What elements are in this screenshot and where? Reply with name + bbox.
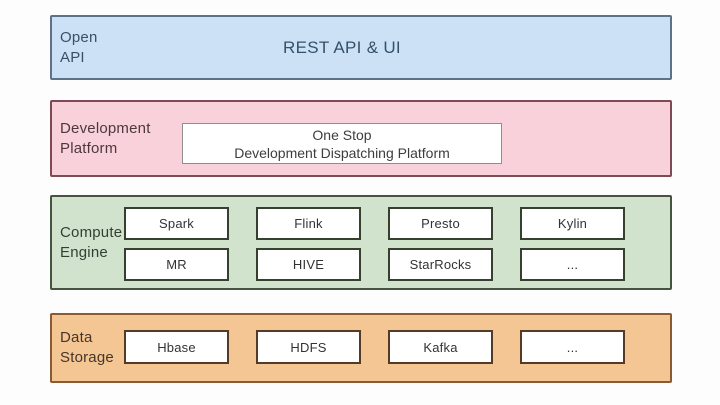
layer-open-api-label: Open API — [60, 17, 178, 78]
storage-node-kafka: Kafka — [388, 330, 493, 364]
label-line: Compute — [60, 223, 123, 241]
compute-node-presto: Presto — [388, 207, 493, 240]
compute-node-spark: Spark — [124, 207, 229, 240]
layer-compute-engine-label: Compute Engine — [60, 197, 178, 288]
layer-development-platform-label: Development Platform — [60, 102, 178, 175]
compute-node-mr: MR — [124, 248, 229, 281]
layer-data-storage: Data Storage Hbase HDFS Kafka ... — [50, 313, 672, 383]
label-line: Storage — [60, 349, 114, 366]
label-line: Development — [60, 119, 151, 137]
label-line: Platform — [60, 139, 118, 157]
label-line: Engine — [60, 243, 108, 261]
one-stop-line: Development Dispatching Platform — [234, 144, 450, 161]
compute-node-ellipsis: ... — [520, 248, 625, 281]
one-stop-line: One Stop — [312, 126, 372, 143]
one-stop-platform-box: One Stop Development Dispatching Platfor… — [182, 123, 502, 164]
storage-node-hbase: Hbase — [124, 330, 229, 364]
compute-node-hive: HIVE — [256, 248, 361, 281]
label-line: Open — [60, 28, 98, 46]
label-line: Data — [60, 329, 93, 346]
compute-node-kylin: Kylin — [520, 207, 625, 240]
storage-node-ellipsis: ... — [520, 330, 625, 364]
label-line: API — [60, 48, 85, 66]
layer-data-storage-label: Data Storage — [60, 315, 178, 381]
rest-api-ui-title: REST API & UI — [283, 37, 401, 57]
compute-node-flink: Flink — [256, 207, 361, 240]
compute-node-starrocks: StarRocks — [388, 248, 493, 281]
storage-node-hdfs: HDFS — [256, 330, 361, 364]
layer-open-api: Open API REST API & UI — [50, 15, 672, 80]
layer-compute-engine: Compute Engine Spark Flink Presto Kylin … — [50, 195, 672, 290]
layer-development-platform: Development Platform One Stop Developmen… — [50, 100, 672, 177]
